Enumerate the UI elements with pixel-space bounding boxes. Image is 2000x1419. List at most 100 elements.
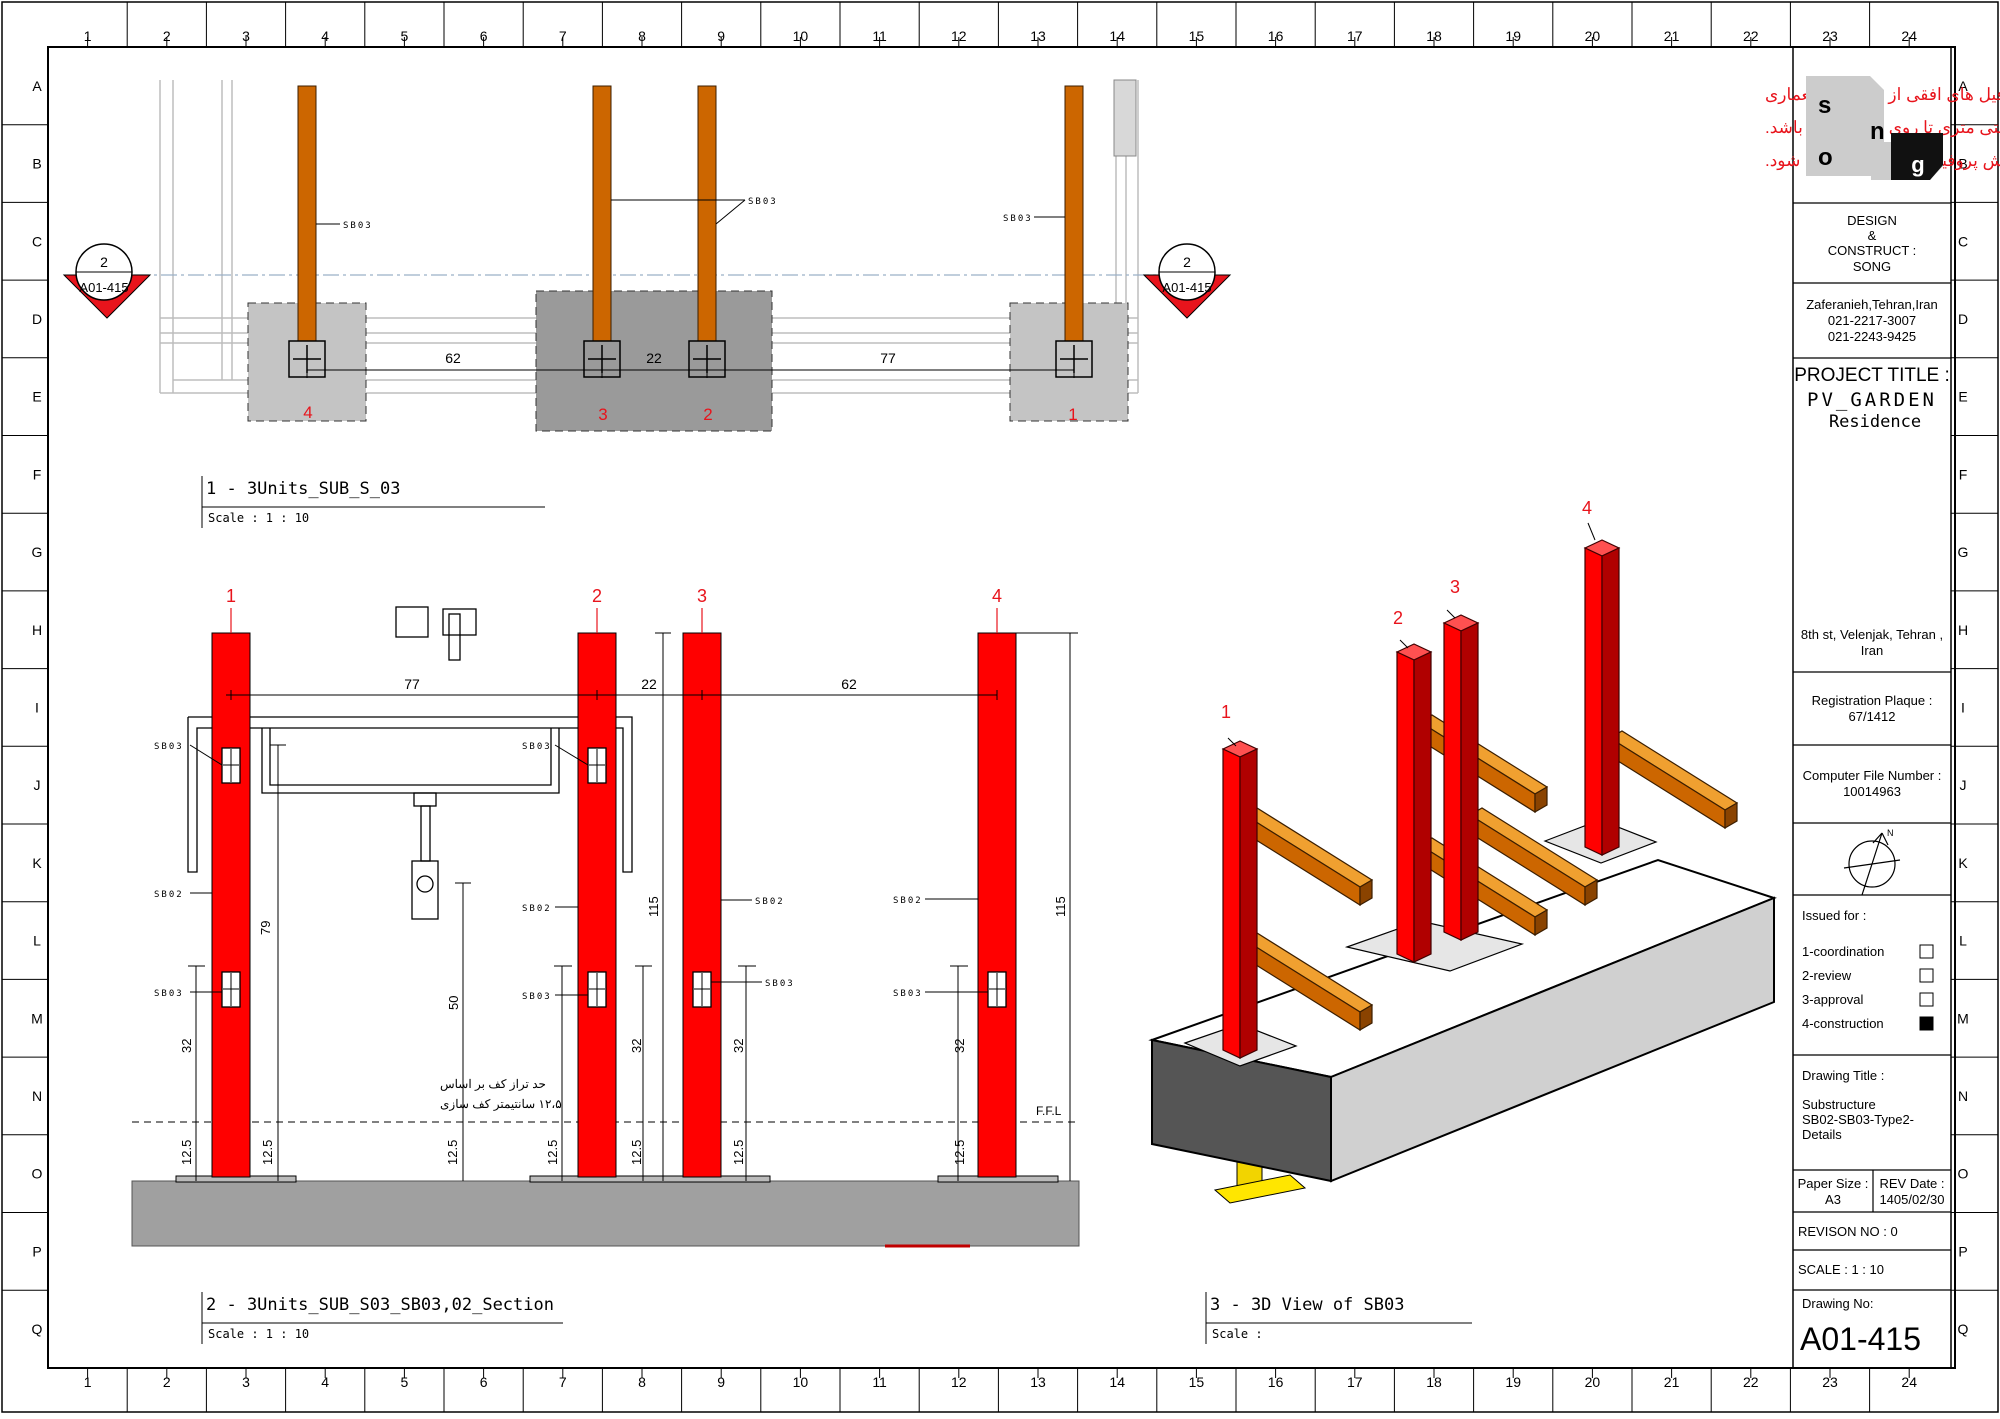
- grid-col-label-top: 8: [638, 28, 646, 44]
- tb-project-name-2: Residence: [1829, 412, 1921, 432]
- grid-row-label-right: A: [1958, 78, 1968, 94]
- section-dim-12-5-d: 12.5: [545, 1140, 560, 1165]
- iso-columns: [1221, 539, 1621, 1059]
- grid-col-label-top: 13: [1030, 28, 1046, 44]
- grid-row-label-right: N: [1958, 1088, 1968, 1104]
- tb-design-2: &: [1868, 228, 1877, 243]
- tb-drawing-no-label: Drawing No:: [1802, 1296, 1874, 1311]
- grid-row-label-left: O: [32, 1166, 43, 1182]
- grid-row-label-right: L: [1959, 933, 1967, 949]
- grid-col-label-top: 24: [1901, 28, 1917, 44]
- section-tag-sb03-2a: SB03: [522, 742, 552, 752]
- section-tag-sb03-1b: SB03: [154, 989, 184, 999]
- plan-number-2: 2: [703, 405, 712, 424]
- grid-col-label-top: 6: [480, 28, 488, 44]
- grid-row-label-left: Q: [32, 1321, 43, 1337]
- tb-rev-date-label: REV Date :: [1879, 1176, 1944, 1191]
- tb-project-name-1: PV_GARDEN: [1807, 389, 1937, 411]
- section-dim-115-a: 115: [646, 896, 661, 917]
- plan-profile-4: [297, 85, 317, 342]
- tb-phone-2: 021-2243-9425: [1828, 329, 1916, 344]
- grid-col-label-bottom: 19: [1505, 1374, 1521, 1390]
- issued-checkbox[interactable]: [1919, 1016, 1934, 1031]
- grid-col-label-bottom: 6: [480, 1374, 488, 1390]
- tb-design-1: DESIGN: [1847, 213, 1897, 228]
- grid-col-label-top: 17: [1347, 28, 1363, 44]
- grid-row-label-right: C: [1958, 233, 1968, 249]
- section-number-4: 4: [992, 586, 1002, 606]
- issued-checkbox[interactable]: [1919, 968, 1934, 983]
- issued-checkbox[interactable]: [1919, 944, 1934, 959]
- section-tag-sb03-2b: SB03: [522, 992, 552, 1002]
- grid-row-label-left: I: [35, 699, 39, 715]
- grid-col-label-top: 9: [717, 28, 725, 44]
- grid-row-label-left: B: [32, 156, 41, 172]
- tb-scale: SCALE : 1 : 10: [1798, 1262, 1884, 1277]
- section-view-title: 2 - 3Units_SUB_S03_SB03,02_Section: [206, 1295, 554, 1315]
- section-tag-sb02-1: SB02: [154, 890, 184, 900]
- grid-col-label-bottom: 23: [1822, 1374, 1838, 1390]
- section-dim-12-5-a: 12.5: [179, 1140, 194, 1165]
- grid-col-label-bottom: 15: [1189, 1374, 1205, 1390]
- section-marker-left[interactable]: 2 A01-415: [62, 243, 152, 319]
- grid-col-label-bottom: 14: [1109, 1374, 1125, 1390]
- grid-col-label-top: 21: [1664, 28, 1680, 44]
- section-column-2: [577, 632, 617, 1178]
- tb-registration-value: 67/1412: [1849, 709, 1896, 724]
- grid-row-label-left: D: [32, 311, 42, 327]
- grid-col-label-top: 10: [793, 28, 809, 44]
- section-tag-sb03-4: SB03: [893, 989, 923, 999]
- plan-dim-62: 62: [445, 350, 461, 366]
- plan-number-1: 1: [1068, 405, 1077, 424]
- section-column-1: [211, 632, 251, 1178]
- tb-revision: REVISON NO : 0: [1798, 1224, 1898, 1239]
- plan-number-4: 4: [303, 403, 312, 422]
- grid-col-label-bottom: 11: [872, 1374, 887, 1390]
- grid-col-label-bottom: 9: [717, 1374, 725, 1390]
- section-dim-32-d: 32: [952, 1039, 967, 1053]
- tb-drawing-title-1: Substructure: [1802, 1097, 1876, 1112]
- tb-design-4: SONG: [1853, 259, 1891, 274]
- section-tag-sb02-2: SB02: [522, 904, 552, 914]
- section-dim-12-5-f: 12.5: [731, 1140, 746, 1165]
- tb-paper-label: Paper Size :: [1798, 1176, 1869, 1191]
- plan-tag-sb03-c: SB03: [1003, 214, 1033, 224]
- plan-view-scale: Scale : 1 : 10: [208, 511, 309, 525]
- grid-row-label-left: C: [32, 233, 42, 249]
- grid-col-label-top: 15: [1189, 28, 1205, 44]
- section-view-scale: Scale : 1 : 10: [208, 1327, 309, 1341]
- section-marker-right[interactable]: 2 A01-415: [1142, 243, 1232, 319]
- section-number-2: 2: [592, 586, 602, 606]
- section-marker-right-number: 2: [1183, 254, 1191, 270]
- section-dim-62: 62: [841, 676, 857, 692]
- title-block: s o n g DESIGN & CONSTRUCT : SONG Zafera…: [1793, 76, 1951, 1357]
- grid-col-label-top: 20: [1585, 28, 1601, 44]
- grid-col-label-bottom: 7: [559, 1374, 567, 1390]
- grid-col-label-top: 1: [84, 28, 92, 44]
- tb-drawing-title-3: Details: [1802, 1127, 1842, 1142]
- section-dim-77: 77: [404, 676, 420, 692]
- grid-row-label-left: F: [33, 466, 42, 482]
- iso-view-scale: Scale :: [1212, 1327, 1263, 1341]
- grid-col-label-bottom: 1: [84, 1374, 92, 1390]
- section-dim-12-5-e: 12.5: [629, 1140, 644, 1165]
- plan-profile-1: [1064, 85, 1084, 342]
- issued-checkbox[interactable]: [1919, 992, 1934, 1007]
- grid-row-label-left: E: [32, 389, 41, 405]
- plan-view: 62 22 77 SB03 SB03 SB03 4 3 2 1 2 A01-41…: [62, 79, 1232, 528]
- iso-number-2: 2: [1393, 608, 1403, 628]
- iso-number-4: 4: [1582, 498, 1592, 518]
- grid-col-label-top: 16: [1268, 28, 1284, 44]
- section-floor-note-2: ۱۲،۵ سانتیمتر کف سازی: [440, 1097, 562, 1111]
- plan-tag-sb03-b: SB03: [748, 197, 778, 207]
- logo-letter-n: n: [1870, 118, 1885, 145]
- tb-file-value: 10014963: [1843, 784, 1901, 799]
- issued-item-label: 4-construction: [1802, 1016, 1884, 1031]
- grid-row-label-left: A: [32, 78, 42, 94]
- tb-drawing-title-2: SB02-SB03-Type2-: [1802, 1112, 1914, 1127]
- grid-col-label-bottom: 17: [1347, 1374, 1363, 1390]
- iso-slab-side: [1330, 896, 1775, 1183]
- grid-col-label-top: 22: [1743, 28, 1759, 44]
- grid-col-label-bottom: 2: [163, 1374, 171, 1390]
